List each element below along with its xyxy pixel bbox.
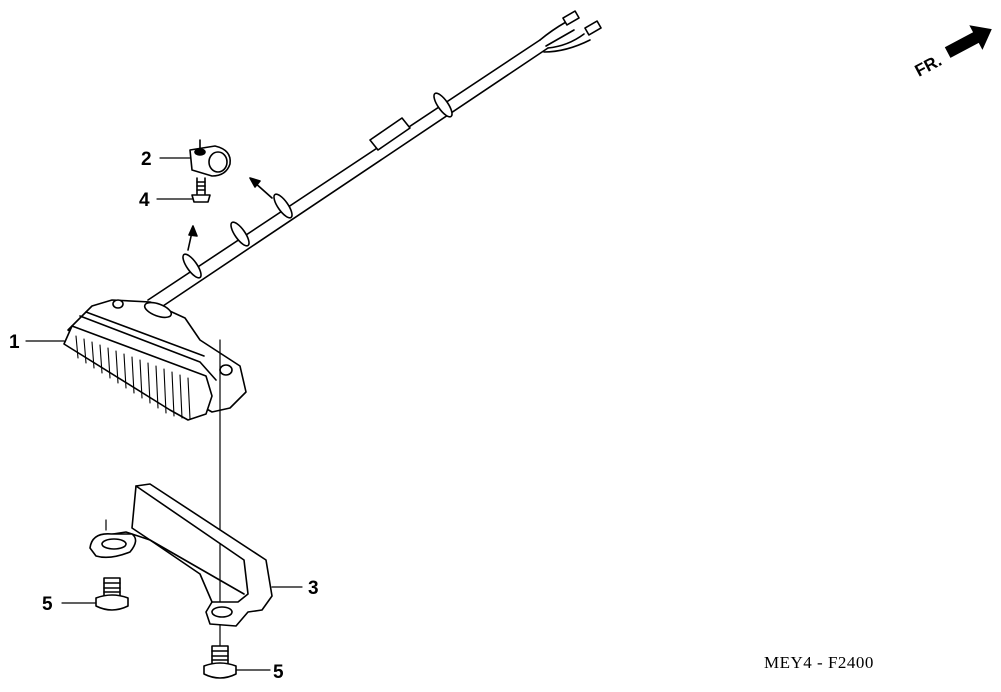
callout-5-bottom: 5 xyxy=(273,662,284,683)
screw-part-5-bottom xyxy=(203,645,237,679)
leader-lines xyxy=(25,157,303,671)
callout-3: 3 xyxy=(308,578,319,599)
cable-clamp-part-2 xyxy=(189,139,232,177)
front-indicator: FR. xyxy=(912,25,992,81)
screw-part-5-left xyxy=(95,577,129,611)
wire-harness xyxy=(147,10,602,309)
front-indicator-label: FR. xyxy=(912,51,945,81)
callout-5-left: 5 xyxy=(42,594,53,615)
diagram-code: MEY4 - F2400 xyxy=(764,653,874,672)
callout-4: 4 xyxy=(139,190,150,211)
license-light-part-1 xyxy=(63,299,247,421)
callout-1: 1 xyxy=(9,332,20,353)
forward-arrow-icon xyxy=(944,25,992,58)
screw-part-4 xyxy=(191,177,211,203)
assembly-arrows xyxy=(187,177,273,251)
bracket-part-3 xyxy=(89,483,273,627)
callout-2: 2 xyxy=(141,149,152,170)
